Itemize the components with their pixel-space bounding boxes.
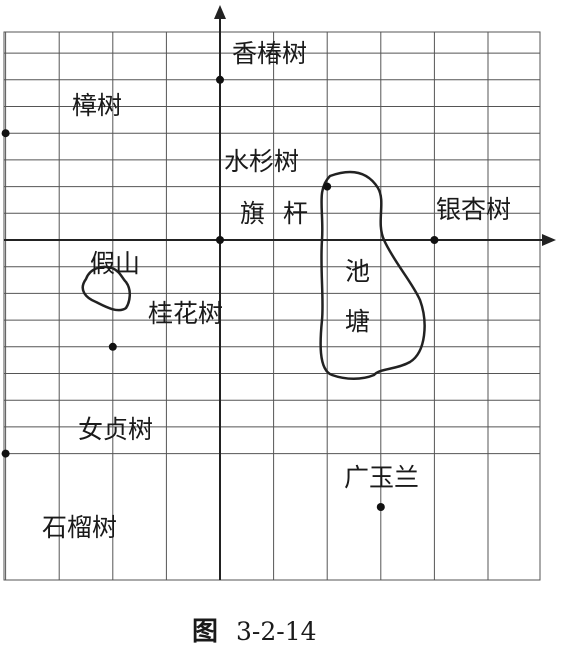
dot-yinxing (430, 236, 439, 244)
grid (3, 31, 541, 581)
label-flagpole-left: 旗 (240, 199, 265, 228)
location-dots (1, 75, 439, 511)
label-nvzhen: 女贞树 (78, 415, 153, 444)
grid-border (3, 31, 541, 581)
dot-shuishan (323, 182, 332, 191)
label-flagpole-right: 杆 (283, 199, 308, 228)
label-shiliu: 石榴树 (42, 513, 117, 542)
label-yinxing: 银杏树 (436, 195, 511, 224)
pond-outline (319, 170, 426, 380)
caption-prefix: 图 (192, 617, 218, 647)
caption-number: 3-2-14 (236, 617, 317, 646)
label-pond-bottom: 塘 (345, 307, 370, 336)
label-shuishan: 水杉树 (224, 147, 299, 176)
label-guangyulan: 广玉兰 (344, 463, 419, 492)
dot-xiangchun (216, 75, 224, 84)
label-guihua: 桂花树 (148, 299, 223, 328)
y-axis-arrow (214, 5, 226, 19)
dot-zhang (1, 129, 10, 138)
label-pond-top: 池 (345, 257, 370, 286)
x-axis-arrow (542, 234, 556, 246)
label-xiangchun: 香椿树 (232, 39, 307, 68)
label-zhang: 樟树 (72, 91, 122, 120)
rockery-outline (81, 265, 131, 312)
dot-guangyulan (376, 503, 385, 511)
dot-guihua (108, 342, 117, 351)
dot-origin (216, 236, 224, 244)
label-jiashan: 假山 (90, 249, 140, 278)
dot-nvzhen (1, 449, 10, 458)
